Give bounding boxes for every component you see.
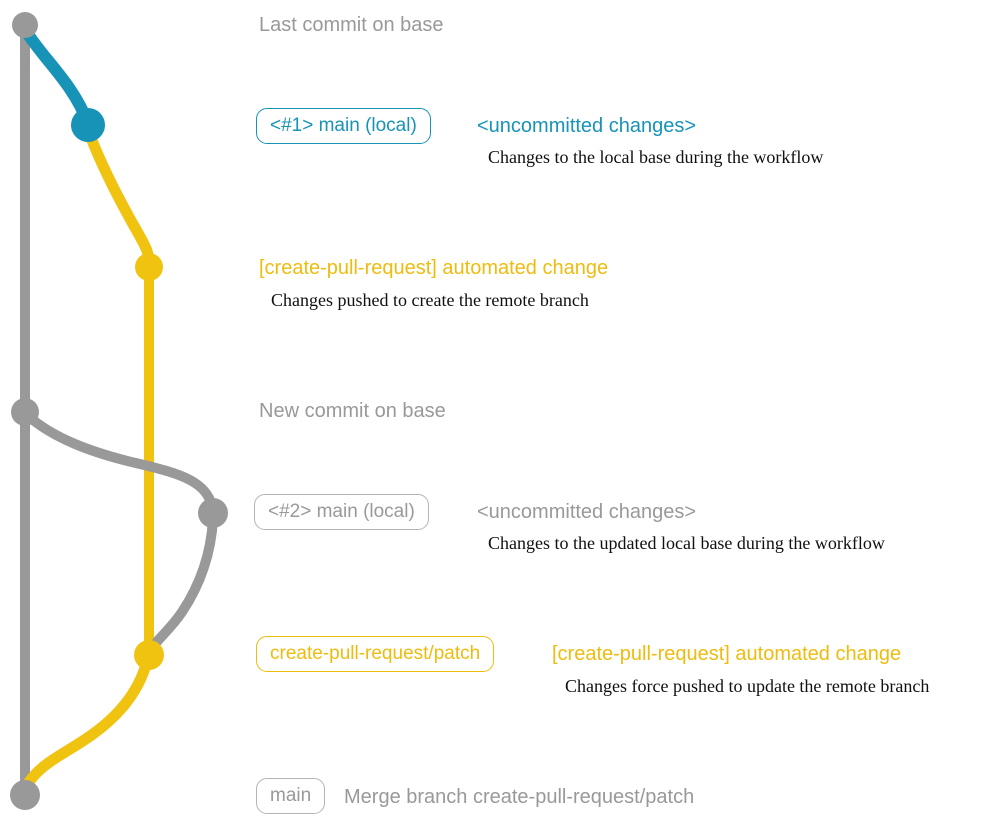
local-main-branch-line (20, 25, 94, 129)
patch-to-merge-line (20, 655, 153, 793)
branch-badge-label: create-pull-request/patch (256, 636, 495, 672)
branch-badge-label: <#1> main (local) (256, 108, 431, 144)
automated-change-1-note: Changes pushed to create the remote bran… (271, 290, 589, 310)
automated-change-1-title: [create-pull-request] automated change (259, 257, 609, 279)
automated-change-2-note: Changes force pushed to update the remot… (565, 676, 930, 696)
commit-node-merge (10, 780, 40, 810)
main-merge-badge: main (256, 778, 326, 814)
commit-node-automated-2 (134, 640, 164, 670)
patch-branch-curve-top (82, 124, 155, 272)
main-local-2-title: <uncommitted changes> (477, 501, 697, 523)
new-commit-heading: New commit on base (259, 400, 446, 422)
commit-node-uncommitted-1 (71, 108, 105, 142)
base-to-local2-line (21, 409, 217, 511)
merge-commit-title: Merge branch create-pull-request/patch (344, 786, 695, 808)
main-local-1-badge: <#1> main (local) (256, 108, 431, 144)
branch-badge-label: main (256, 778, 326, 814)
branch-badge-label: <#2> main (local) (254, 494, 429, 530)
commit-node-new-base (11, 398, 39, 426)
patch-branch-badge: create-pull-request/patch (256, 636, 495, 672)
git-graph (10, 12, 228, 810)
main-local-2-badge: <#2> main (local) (254, 494, 429, 530)
main-local-2-note: Changes to the updated local base during… (488, 533, 885, 553)
automated-change-2-title: [create-pull-request] automated change (552, 643, 902, 665)
commit-node-last-base (12, 12, 38, 38)
main-local-1-note: Changes to the local base during the wor… (488, 147, 824, 167)
local2-to-patch-line (146, 514, 218, 655)
commit-node-uncommitted-2 (198, 498, 228, 528)
last-commit-heading: Last commit on base (259, 14, 444, 36)
commit-node-automated-1 (135, 253, 163, 281)
main-local-1-title: <uncommitted changes> (477, 115, 697, 137)
